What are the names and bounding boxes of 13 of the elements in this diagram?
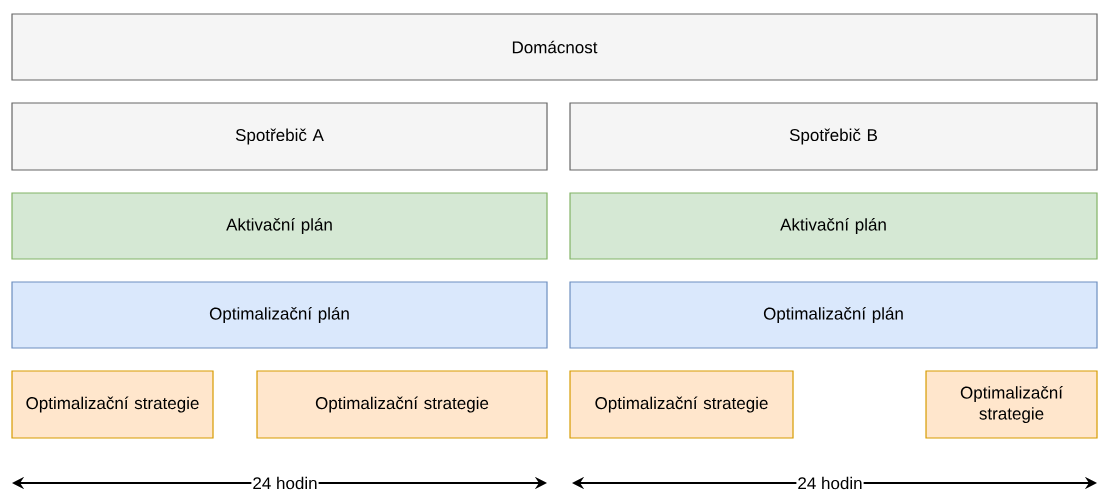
strategy-box: Optimalizační strategie	[256, 370, 548, 439]
strategy-box: Optimalizační strategie	[569, 370, 794, 439]
dimension-label: 24 hodin	[251, 475, 319, 491]
plan-box: Optimalizační plán	[11, 281, 548, 349]
appliance-box: Spotřebič A	[11, 102, 548, 171]
plan-box: Aktivační plán	[569, 192, 1098, 260]
strategy-box: Optimalizační strategie	[925, 370, 1098, 439]
household-box: Domácnost	[11, 13, 1098, 81]
strategy-box: Optimalizační strategie	[11, 370, 214, 439]
dimension-label: 24 hodin	[796, 475, 864, 491]
plan-box: Optimalizační plán	[569, 281, 1098, 349]
appliance-box: Spotřebič B	[569, 102, 1098, 171]
plan-box: Aktivační plán	[11, 192, 548, 260]
